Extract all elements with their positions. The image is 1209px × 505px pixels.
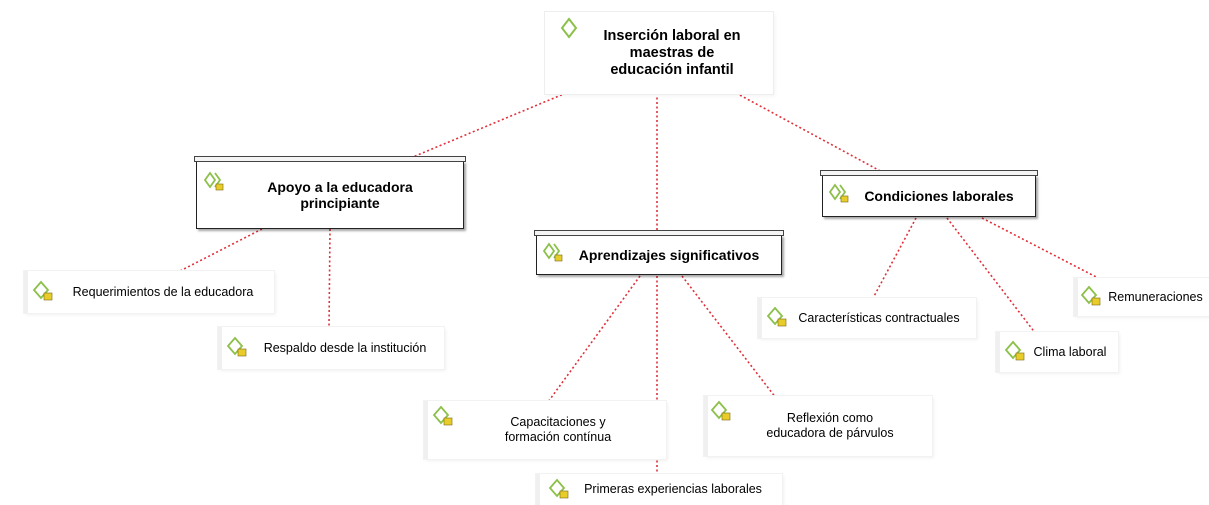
memo-code-icon <box>32 280 54 302</box>
link-root-apoyo <box>407 92 567 160</box>
memo-code-icon <box>710 400 732 422</box>
code-label: Respaldo desde la institución <box>263 340 427 355</box>
diamond-code-icon <box>558 17 580 39</box>
code-label: Capacitaciones y formación contínua <box>504 415 612 444</box>
code-reflexion[interactable]: Reflexión como educadora de párvulos <box>704 396 932 456</box>
category-aprendizajes[interactable]: Aprendizajes significativos <box>534 230 784 275</box>
code-primeras[interactable]: Primeras experiencias laborales <box>536 474 782 505</box>
code-label: Primeras experiencias laborales <box>584 482 762 496</box>
link-apoyo-requerimientos <box>177 228 263 273</box>
memo-code-icon <box>226 336 248 358</box>
link-condiciones-clima <box>946 217 1037 335</box>
code-label: Remuneraciones <box>1108 289 1203 304</box>
link-aprendizajes-reflexion <box>681 275 777 399</box>
link-condiciones-caracteristicas <box>871 217 917 301</box>
link-root-condiciones <box>735 92 885 174</box>
memo-code-icon <box>432 405 454 427</box>
category-condiciones[interactable]: Condiciones laborales <box>820 170 1038 217</box>
root-node[interactable]: Inserción laboral en maestras de educaci… <box>545 12 773 94</box>
memo-code-icon <box>1080 285 1102 307</box>
code-family-icon <box>203 170 225 192</box>
category-label: Apoyo a la educadora principiante <box>267 179 413 211</box>
root-label: Inserción laboral en maestras de educaci… <box>603 27 741 78</box>
link-condiciones-remuneraciones <box>981 217 1103 281</box>
code-label: Clima laboral <box>1033 344 1107 359</box>
code-family-icon <box>828 182 850 204</box>
code-capacitaciones[interactable]: Capacitaciones y formación contínua <box>424 401 666 459</box>
memo-code-icon <box>766 306 788 328</box>
code-label: Reflexión como educadora de párvulos <box>766 411 894 440</box>
memo-code-icon <box>1004 340 1026 362</box>
category-label: Condiciones laborales <box>864 188 1014 204</box>
code-remuneraciones[interactable]: Remuneraciones <box>1074 278 1209 316</box>
category-label: Aprendizajes significativos <box>578 247 760 263</box>
category-apoyo[interactable]: Apoyo a la educadora principiante <box>194 156 466 229</box>
code-label: Requerimientos de la educadora <box>72 284 254 299</box>
link-apoyo-respaldo <box>328 228 331 329</box>
code-caracteristicas[interactable]: Características contractuales <box>758 298 976 338</box>
memo-code-icon <box>548 478 570 500</box>
code-respaldo[interactable]: Respaldo desde la institución <box>218 327 444 369</box>
code-requerimientos[interactable]: Requerimientos de la educadora <box>24 271 274 313</box>
code-family-icon <box>542 241 564 263</box>
code-label: Características contractuales <box>798 310 960 325</box>
link-aprendizajes-capacitaciones <box>547 275 641 403</box>
code-clima[interactable]: Clima laboral <box>996 332 1118 372</box>
